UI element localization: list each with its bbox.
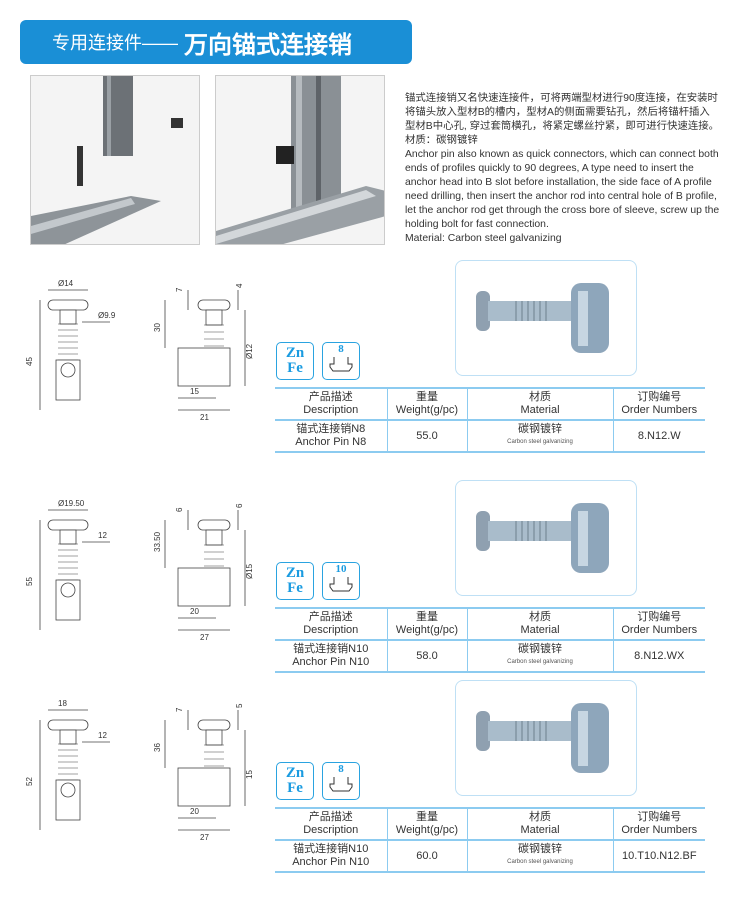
dim-width: 27 [200, 833, 209, 842]
name-en: Anchor Pin N10 [292, 656, 370, 668]
material-en: Carbon steel galvanizing [507, 439, 573, 445]
dim-sleeve-offset: 20 [190, 607, 199, 616]
order-number: 10.T10.N12.BF [612, 839, 705, 873]
dim-head-offset: 4 [235, 283, 244, 288]
slot-size: 10 [335, 563, 347, 575]
slot-size: 8 [338, 763, 344, 775]
dim-shaft-diameter: Ø9.9 [98, 311, 116, 320]
material-en: Carbon steel galvanizing [507, 659, 573, 665]
weight: 58.0 [386, 639, 467, 673]
dim-shaft-diameter: 12 [98, 531, 107, 540]
dim-head-thickness: 7 [175, 707, 184, 712]
dim-head-offset: 5 [235, 703, 244, 708]
dim-shaft-length: 30 [153, 323, 162, 332]
intro-en: Anchor pin also known as quick connector… [405, 149, 720, 230]
dim-head-diameter: Ø19.50 [58, 499, 85, 508]
material-en: Carbon steel galvanizing [507, 859, 573, 865]
technical-drawing: 18 12 52 7 5 36 15 20 27 [25, 699, 254, 842]
dim-head-offset: 6 [235, 503, 244, 508]
slot-size-badge: 10 [322, 562, 360, 600]
dim-head-diameter: 18 [58, 699, 67, 708]
dim-sleeve-diameter: Ø15 [245, 563, 254, 579]
intro-en-material: Material: Carbon steel galvanizing [405, 233, 562, 244]
t-slot-icon [329, 357, 353, 372]
category-label: 专用连接件—— [52, 33, 178, 53]
dim-width: 21 [200, 413, 209, 422]
product-photo [455, 260, 637, 376]
weight: 55.0 [386, 419, 467, 453]
slot-size-badge: 8 [322, 342, 360, 380]
material-cn: 碳钢镀锌 [518, 843, 562, 855]
weight: 60.0 [386, 839, 467, 873]
product-photo [455, 480, 637, 596]
dim-sleeve-diameter: Ø12 [245, 343, 254, 359]
dim-sleeve-offset: 20 [190, 807, 199, 816]
slot-size-badge: 8 [322, 762, 360, 800]
name-cn: 锚式连接销N10 [293, 643, 369, 655]
title-banner: 专用连接件—— 万向锚式连接销 [20, 20, 412, 64]
name-cn: 锚式连接销N8 [296, 423, 366, 435]
slot-size: 8 [338, 343, 344, 355]
name-en: Anchor Pin N8 [295, 436, 367, 448]
t-slot-icon [329, 777, 353, 792]
dim-height: 52 [25, 777, 34, 786]
dim-sleeve-diameter: 15 [245, 770, 254, 779]
dim-width: 27 [200, 633, 209, 642]
installation-photo-before [30, 75, 200, 245]
intro-text: 锚式连接销又名快速连接件，可将两端型材进行90度连接，在安装时将锚头放入型材B的… [405, 92, 720, 246]
dim-shaft-diameter: 12 [98, 731, 107, 740]
page-title: 万向锚式连接销 [184, 31, 352, 59]
intro-cn: 锚式连接销又名快速连接件，可将两端型材进行90度连接，在安装时将锚头放入型材B的… [405, 93, 720, 132]
dim-sleeve-offset: 15 [190, 387, 199, 396]
dim-head-thickness: 6 [175, 507, 184, 512]
intro-cn-material: 材质：碳钢镀锌 [405, 135, 478, 146]
name-en: Anchor Pin N10 [292, 856, 370, 868]
installation-photo-after [215, 75, 385, 245]
dim-head-diameter: Ø14 [58, 279, 74, 288]
dim-head-thickness: 7 [175, 287, 184, 292]
dim-shaft-length: 33.50 [153, 531, 162, 552]
technical-drawing: Ø19.50 12 55 6 6 33.50 Ø15 20 27 [25, 499, 254, 642]
material-cn: 碳钢镀锌 [518, 423, 562, 435]
dim-height: 45 [25, 357, 34, 366]
product-photo [455, 680, 637, 796]
order-number: 8.N12.W [612, 419, 705, 453]
technical-drawing: Ø14 Ø9.9 45 7 4 30 Ø12 15 21 [25, 279, 254, 422]
dim-shaft-length: 36 [153, 743, 162, 752]
dim-height: 55 [25, 577, 34, 586]
order-number: 8.N12.WX [612, 639, 705, 673]
name-cn: 锚式连接销N10 [293, 843, 369, 855]
t-slot-icon [329, 577, 353, 592]
material-cn: 碳钢镀锌 [518, 643, 562, 655]
